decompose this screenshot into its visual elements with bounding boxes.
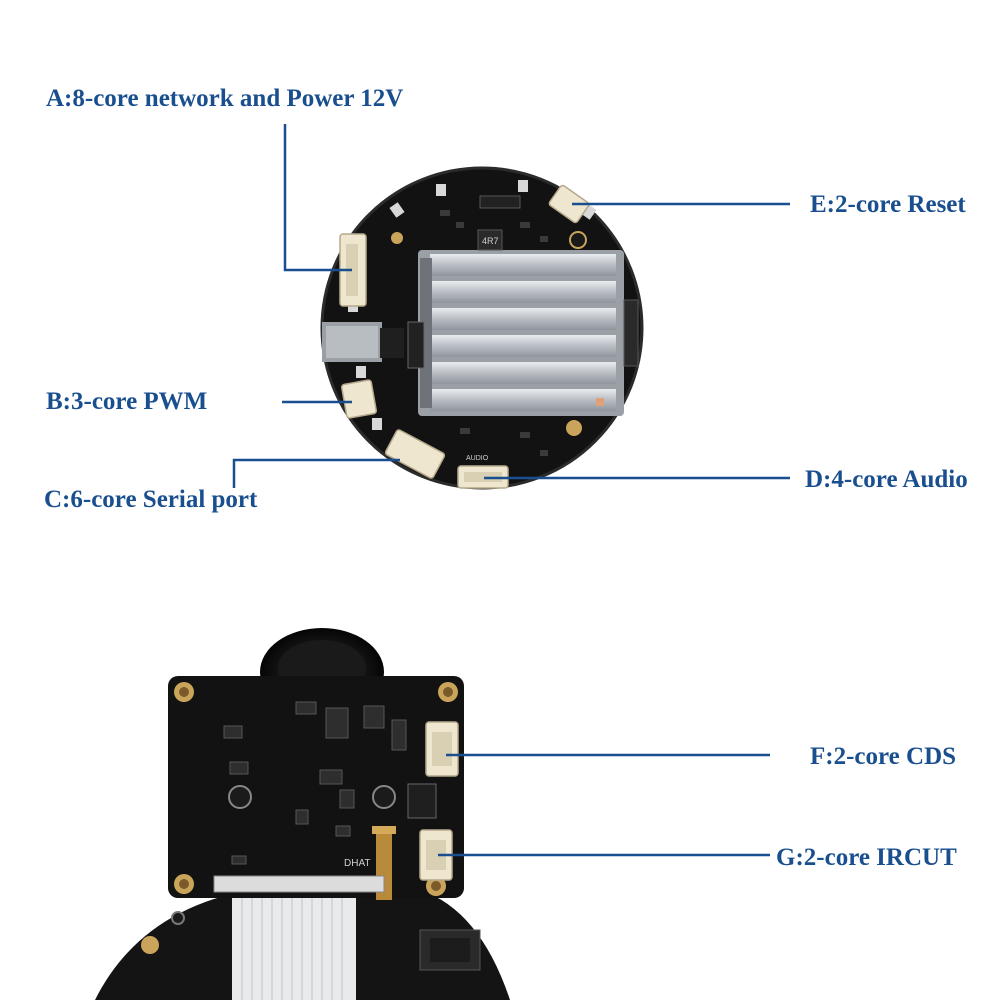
screw-right <box>372 785 396 809</box>
silkscreen-audio: AUDIO <box>466 455 489 462</box>
silkscreen-4r7: 4R7 <box>482 236 499 246</box>
sensor-fpc-connector <box>213 875 385 893</box>
label-f: F:2-core CDS <box>810 743 957 770</box>
heatsink <box>418 250 624 416</box>
label-g: G:2-core IRCUT <box>776 844 957 871</box>
leader-a <box>283 124 352 272</box>
ribbon-cable <box>232 888 356 1000</box>
fpc-connector <box>623 299 639 367</box>
screw-left <box>228 785 252 809</box>
connector-g <box>419 829 453 881</box>
connector-e <box>548 184 590 224</box>
connector-c <box>384 429 446 479</box>
connector-f <box>425 721 459 777</box>
network-jack <box>322 322 404 362</box>
sensor-smd <box>223 701 407 865</box>
label-c: C:6-core Serial port <box>44 486 258 513</box>
label-d: D:4-core Audio <box>805 466 968 493</box>
silkscreen-dhat: DHAT <box>344 858 370 869</box>
ic-chip <box>407 783 437 819</box>
leader-c <box>232 458 400 488</box>
label-e: E:2-core Reset <box>810 191 966 218</box>
label-b: B:3-core PWM <box>46 388 208 415</box>
label-a: A:8-core network and Power 12V <box>46 85 404 112</box>
smd-components <box>440 195 548 456</box>
